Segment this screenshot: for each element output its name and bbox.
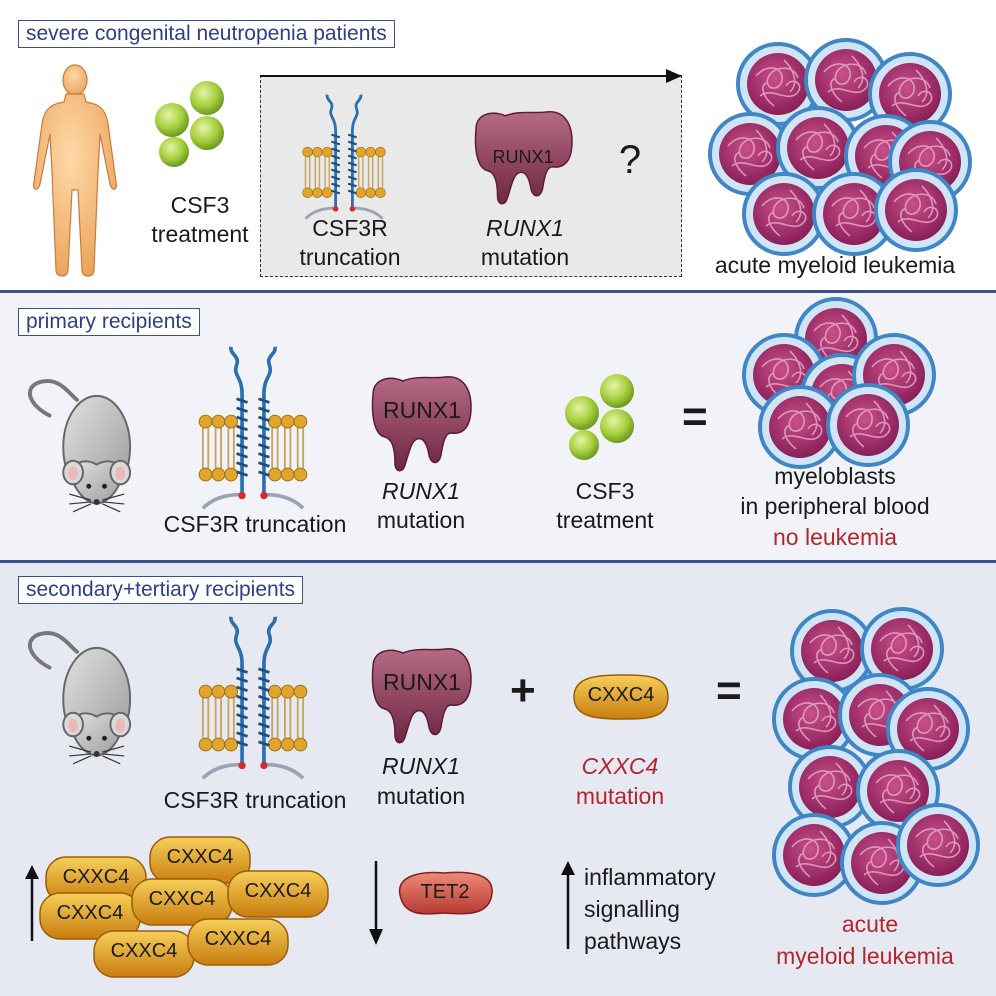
aml-acute-label: acute (841, 911, 899, 937)
cxxc4-cluster-item: CXXC4 (244, 880, 312, 902)
csf3r-receptor-icon (197, 345, 309, 511)
runx1-protein-label: RUNX1 (383, 397, 461, 423)
myeloblast-cluster-icon (742, 297, 936, 469)
cxxc4-protein-icon (573, 674, 669, 720)
signalling-label: signalling (584, 896, 680, 922)
tet2-label: TET2 (420, 881, 470, 903)
mutation-label: mutation (480, 244, 570, 270)
myeloblasts-label: myeloblasts (774, 463, 896, 489)
mouse-icon (27, 630, 133, 766)
equals-sign: = (716, 666, 742, 715)
question-mark: ? (618, 138, 642, 182)
csf3-label: CSF3 (170, 192, 230, 218)
plus-sign: + (510, 666, 536, 715)
cxxc4-cluster-item: CXXC4 (148, 888, 216, 910)
csf3r-receptor-icon (301, 93, 387, 221)
treatment-label: treatment (151, 221, 249, 247)
treatment-label: treatment (556, 507, 654, 533)
equals-sign: = (682, 392, 708, 441)
csf3-ball-icon (155, 81, 224, 167)
aml-label: acute myeloid leukemia (714, 252, 956, 278)
cxxc4-cluster-icon (39, 836, 329, 978)
down-arrow-icon (369, 861, 383, 945)
no-leukemia-label: no leukemia (772, 524, 898, 550)
csf3-label: CSF3 (575, 478, 635, 504)
cxxc4-cluster-item: CXXC4 (62, 866, 130, 888)
panel-title-patients: severe congenital neutropenia patients (18, 20, 395, 48)
cxxc4-cluster-item: CXXC4 (110, 940, 178, 962)
aml-cell-cluster-icon (772, 607, 980, 905)
mutation-label: mutation (376, 507, 466, 533)
runx1-protein-label: RUNX1 (492, 147, 554, 167)
cxxc4-gene-label: CXXC4 (581, 753, 659, 779)
cxxc4-mutation-label: mutation (575, 783, 665, 809)
divider-1 (0, 290, 996, 293)
aml-myeloid-leukemia-label: myeloid leukemia (776, 943, 954, 969)
up-arrow-icon (25, 865, 39, 941)
divider-2 (0, 560, 996, 563)
runx1-gene-label: RUNX1 (382, 753, 460, 779)
panel-title-primary: primary recipients (18, 308, 200, 336)
cxxc4-protein-label: CXXC4 (587, 684, 655, 706)
cxxc4-cluster-item: CXXC4 (166, 846, 234, 868)
runx1-protein-label: RUNX1 (383, 669, 461, 695)
runx1-gene-label: RUNX1 (382, 478, 460, 504)
pathways-label: pathways (584, 928, 682, 954)
panel-secondary: secondary+tertiary recipients CSF3R trun… (0, 563, 996, 996)
aml-cell-cluster-icon (708, 38, 972, 256)
human-icon (33, 64, 117, 277)
panel-patients: severe congenital neutropenia patients C… (0, 0, 996, 290)
tet2-protein-icon (398, 871, 493, 915)
csf3-ball-icon (565, 374, 634, 460)
up-arrow-icon (561, 861, 575, 949)
panel-primary: primary recipients CSF3R truncation RUNX… (0, 293, 996, 560)
cxxc4-cluster-item: CXXC4 (204, 928, 272, 950)
cxxc4-cluster-item: CXXC4 (56, 902, 124, 924)
csf3r-label: CSF3R (312, 215, 388, 241)
progression-arrow (260, 69, 682, 83)
inflammatory-label: inflammatory (584, 864, 716, 890)
mutation-label: mutation (376, 783, 466, 809)
peripheral-blood-label: in peripheral blood (740, 493, 930, 519)
csf3r-receptor-icon (197, 614, 309, 781)
truncation-label: truncation (299, 244, 401, 270)
mouse-icon (27, 378, 133, 514)
runx1-gene-label: RUNX1 (486, 215, 564, 241)
csf3r-truncation-label: CSF3R truncation (163, 787, 347, 813)
panel-title-secondary: secondary+tertiary recipients (18, 576, 304, 604)
csf3r-truncation-label: CSF3R truncation (163, 511, 347, 537)
